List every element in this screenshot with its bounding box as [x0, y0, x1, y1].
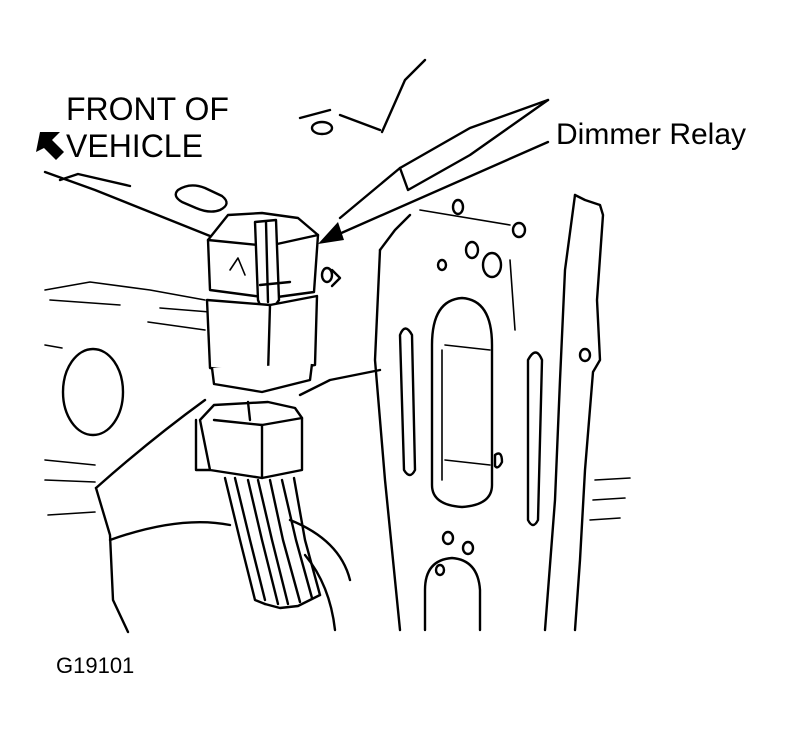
upper-rail [298, 58, 550, 226]
body-panel [43, 170, 228, 516]
front-of-vehicle-label-line2: VEHICLE [66, 128, 203, 164]
front-arrow-icon [36, 132, 64, 160]
relay-connector [194, 400, 322, 610]
dimmer-relay [205, 211, 342, 394]
dimmer-relay-label: Dimmer Relay [556, 118, 746, 151]
dimmer-relay-leader [318, 140, 550, 244]
support-bracket [373, 193, 631, 632]
front-of-vehicle-label-line1: FRONT OF [66, 91, 229, 127]
figure-id-label: G19101 [56, 653, 134, 678]
